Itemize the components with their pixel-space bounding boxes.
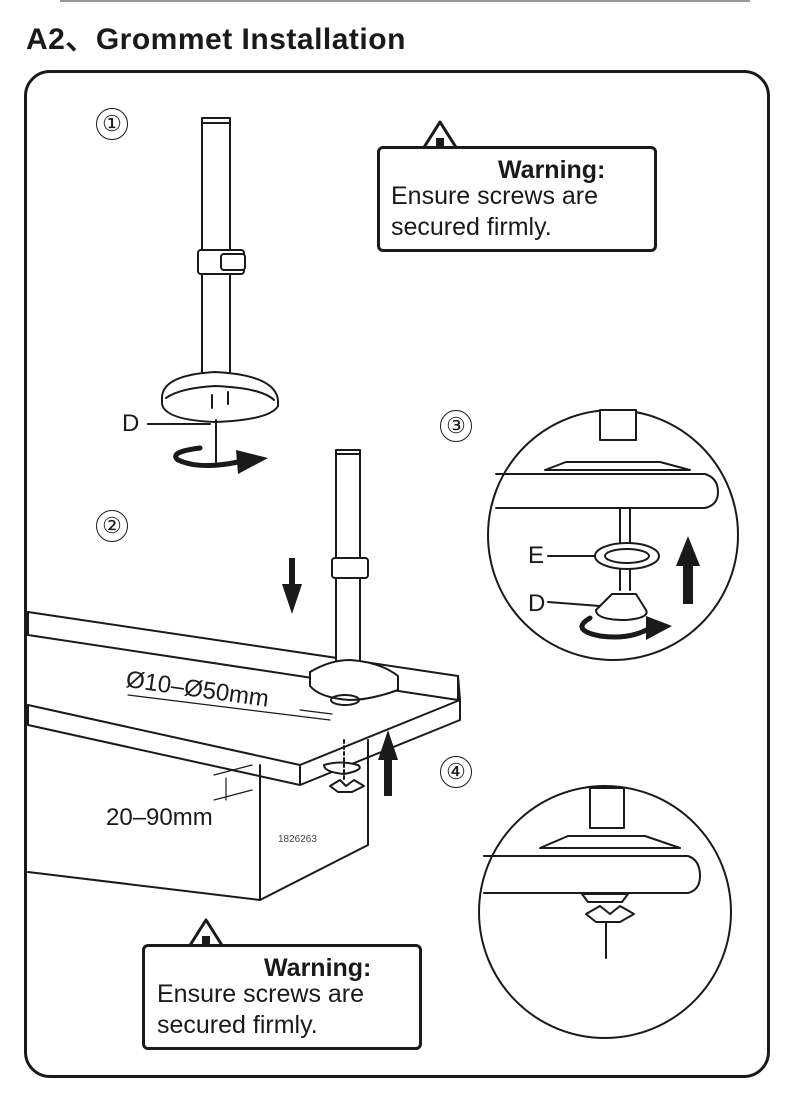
warning-2-line2: secured firmly. — [157, 1011, 318, 1039]
step-number-1: ① — [96, 108, 128, 140]
step3-up-arrow-icon — [676, 536, 700, 604]
callout-e-step3: E — [528, 542, 545, 569]
warning-1-heading: Warning: — [498, 156, 606, 184]
instruction-frame — [24, 70, 770, 1078]
warning-2-line1: Ensure screws are — [157, 980, 365, 1008]
step1-rotate-arrow-icon — [173, 445, 268, 474]
top-rule — [60, 0, 750, 2]
step2-thickness-dimension-line — [213, 764, 253, 801]
step2-pole-assembly — [309, 449, 399, 793]
step-number-3: ③ — [440, 410, 472, 442]
step2-hole-dimension-line — [127, 694, 333, 721]
warning-box-1 — [377, 146, 657, 252]
step4-detail-circle — [478, 785, 732, 1039]
step-number-4: ④ — [440, 756, 472, 788]
part-id-label: 1826263 — [278, 834, 317, 845]
step3-detail-circle — [487, 409, 739, 661]
warning-box-2 — [142, 944, 422, 1050]
step-number-2: ② — [96, 510, 128, 542]
desk-thickness-label: 20–90mm — [106, 804, 213, 831]
warning-2-heading: Warning: — [264, 954, 372, 982]
up-arrow-icon — [378, 730, 398, 796]
step1-pole-assembly — [147, 117, 279, 463]
down-arrow-icon — [282, 558, 302, 614]
warning-1-line2: secured firmly. — [391, 213, 552, 241]
step3-rotate-arrow-icon — [579, 615, 672, 640]
warning-1-line1: Ensure screws are — [391, 182, 599, 210]
callout-d-step3: D — [528, 590, 546, 617]
page-title: A2、Grommet Installation — [26, 23, 406, 56]
callout-d-step1: D — [122, 410, 140, 437]
